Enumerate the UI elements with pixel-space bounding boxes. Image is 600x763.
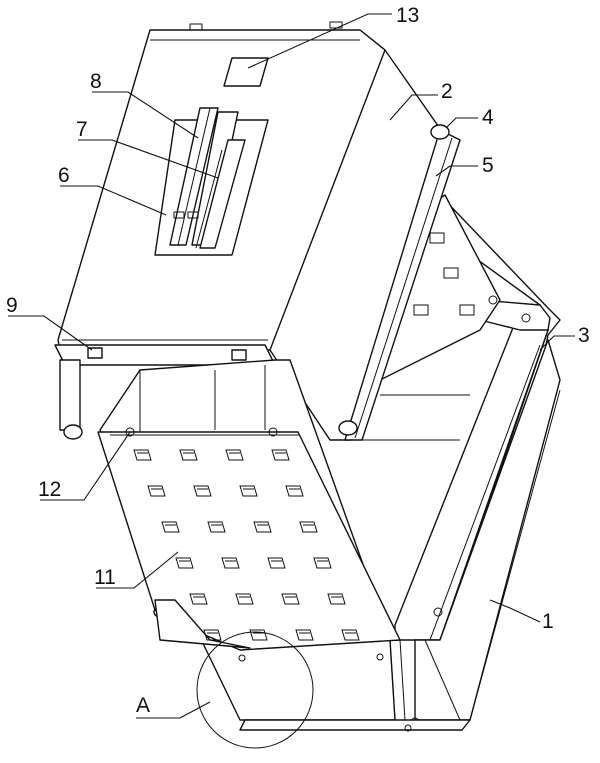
top-cover-2 [54,21,461,441]
perforation-hole [207,521,226,533]
perforation-hole [341,629,360,641]
callout-3: 3 [578,324,590,347]
callout-12: 12 [38,478,61,501]
callout-5: 5 [482,154,494,177]
perforation-hole [133,449,152,461]
perforation-hole [221,557,240,569]
perforation-hole [327,593,346,605]
callouts: 13 8 7 6 2 4 5 9 3 12 11 1 A [6,4,590,719]
callout-6: 6 [58,164,70,187]
callout-13: 13 [396,4,419,27]
perforation-hole [285,485,304,497]
perforation-hole [179,449,198,461]
callout-a: A [136,694,150,717]
perforation-hole [267,557,286,569]
perforation-hole [193,485,212,497]
callout-9: 9 [6,294,18,317]
perforated-plate-11 [97,427,401,662]
perforation-hole [203,629,222,641]
perforation-hole [313,557,332,569]
callout-11: 11 [94,566,116,589]
perforation-hole [299,521,318,533]
perforation-hole [253,521,272,533]
callout-8: 8 [90,70,102,93]
callout-4: 4 [482,106,494,129]
perforation-hole [239,485,258,497]
perforation-hole [147,485,166,497]
perforation-hole [235,593,254,605]
perforation-hole [295,629,314,641]
callout-2: 2 [441,80,453,103]
perforation-hole [281,593,300,605]
perforation-hole [225,449,244,461]
perforation-hole [189,593,208,605]
perforation-hole [161,521,180,533]
detail-circle-a [196,631,314,749]
perforation-hole [249,629,268,641]
perforation-hole [175,557,194,569]
perforation-hole [271,449,290,461]
callout-7: 7 [76,118,88,141]
callout-1: 1 [542,610,554,633]
